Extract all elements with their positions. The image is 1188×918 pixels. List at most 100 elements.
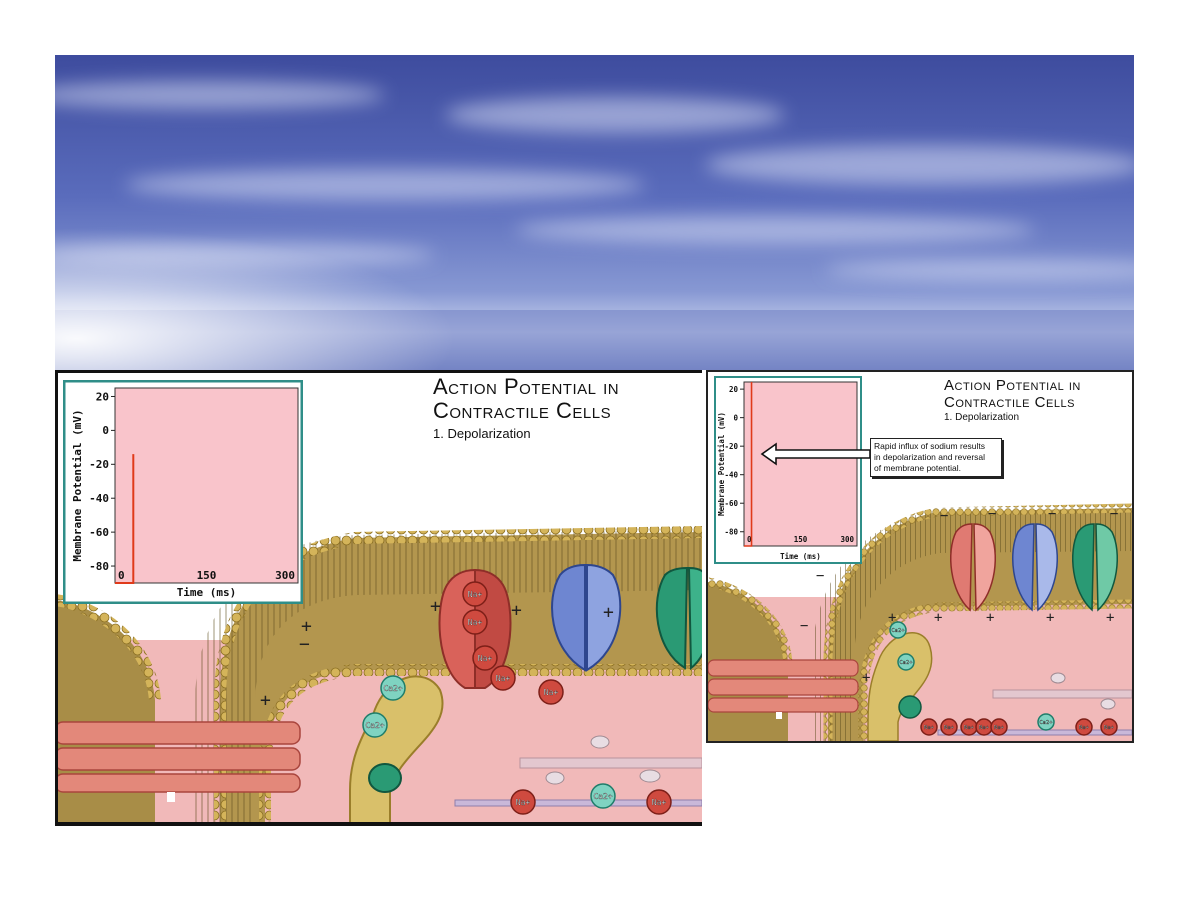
x-axis-label: Time (ms): [177, 586, 237, 599]
ion-label: Ca2+: [1039, 720, 1053, 726]
sodium-ion: Na+: [462, 609, 488, 635]
sodium-ion: Na+: [510, 789, 536, 815]
sodium-ion: Na+: [472, 645, 498, 671]
ion-label: Ca2+: [365, 721, 384, 730]
svg-text:+: +: [430, 596, 441, 617]
membrane-charges: − − − − − − + + + + + +: [800, 506, 1118, 686]
ion-label: Na+: [468, 590, 483, 599]
ion-group: Na+ Na+ Na+ Na+ Na+ Ca2+ Ca2+ Ca2+ Na+ Na+: [362, 581, 672, 815]
ion-label: Na+: [544, 688, 559, 697]
svg-text:−: −: [816, 568, 824, 584]
callout-line-1: Rapid influx of sodium results: [874, 441, 986, 451]
callout-arrow: [760, 442, 871, 466]
ion-label: Na+: [478, 654, 493, 663]
y-tick-label: -20: [89, 458, 109, 471]
title-line-2: Contractile Cells: [944, 394, 1075, 411]
x-tick-label: 300: [275, 569, 295, 582]
sodium-channel: [950, 523, 996, 612]
svg-text:−: −: [940, 508, 948, 524]
ion-label: Na+: [652, 798, 667, 807]
sodium-ion: Na+: [975, 718, 993, 736]
sodium-ion: Na+: [1100, 718, 1118, 736]
svg-text:−: −: [1048, 506, 1056, 522]
y-axis-label: Membrane Potential (mV): [71, 409, 84, 561]
title-line-2: Contractile Cells: [433, 398, 612, 423]
y-tick-label: -40: [724, 470, 738, 479]
ion-label: Na+: [1104, 725, 1115, 731]
svg-text:+: +: [1106, 610, 1114, 626]
subtitle: 1. Depolarization: [433, 426, 531, 441]
x-tick-label: 0: [118, 569, 125, 582]
y-tick-label: -60: [724, 499, 738, 508]
calcium-ion: Ca2+: [362, 712, 388, 738]
svg-text:+: +: [986, 610, 994, 626]
calcium-channel: [1072, 523, 1118, 612]
x-tick-label: 150: [197, 569, 217, 582]
actin-filaments: [454, 735, 702, 807]
potassium-channel: [551, 563, 622, 672]
panel-heading: Action Potential in Contractile Cells 1.…: [433, 374, 620, 441]
y-tick-label: 20: [96, 390, 109, 403]
svg-text:+: +: [862, 670, 870, 686]
calcium-ion: Ca2+: [889, 621, 907, 639]
svg-text:+: +: [301, 616, 312, 637]
svg-text:−: −: [988, 506, 996, 522]
x-axis-label: Time (ms): [780, 552, 821, 561]
svg-text:+: +: [888, 610, 896, 626]
myofibril-stack: [55, 721, 301, 802]
sky-background: [55, 55, 1134, 370]
myofibril-stack: [708, 659, 859, 719]
y-tick-label: -80: [724, 527, 738, 536]
sodium-ion: Na+: [538, 679, 564, 705]
y-tick-label: -80: [89, 560, 109, 573]
x-tick-label: 300: [840, 535, 854, 544]
title-line-1: Action Potential in: [433, 374, 620, 399]
sodium-ion: Na+: [960, 718, 978, 736]
ion-label: Na+: [1079, 725, 1090, 731]
svg-text:+: +: [1046, 610, 1054, 626]
explanation-callout: Rapid influx of sodium results in depola…: [870, 438, 1002, 477]
ion-label: Na+: [496, 674, 511, 683]
title-line-1: Action Potential in: [944, 377, 1081, 394]
potential-trace: [115, 454, 135, 584]
y-tick-label: -20: [724, 442, 738, 451]
ion-label: Ca2+: [593, 792, 612, 801]
action-potential-panel-right: − − − − − − + + + + + + Ca2+ Ca2+ Na+ Na+ Na…: [706, 370, 1134, 743]
sodium-ion: Na+: [462, 581, 488, 607]
calcium-ion: Ca2+: [1037, 713, 1055, 731]
sodium-ion: Na+: [646, 789, 672, 815]
svg-text:−: −: [299, 634, 310, 655]
ion-label: Ca2+: [383, 684, 402, 693]
actin-filaments: [937, 672, 1132, 736]
calcium-ion: Ca2+: [380, 675, 406, 701]
y-tick-label: -40: [89, 492, 109, 505]
ion-label: Na+: [516, 798, 531, 807]
callout-line-3: of membrane potential.: [874, 463, 961, 473]
ion-label: Na+: [924, 725, 935, 731]
panel-heading: Action Potential in Contractile Cells 1.…: [944, 378, 1081, 423]
ion-label: Na+: [979, 725, 990, 731]
sodium-ion: Na+: [990, 718, 1008, 736]
svg-text:+: +: [260, 690, 271, 711]
plot-area: [114, 387, 299, 584]
ion-label: Na+: [994, 725, 1005, 731]
sodium-ion: Na+: [1075, 718, 1093, 736]
y-axis-label: Membrane Potential (mV): [717, 412, 726, 516]
ion-label: Na+: [468, 618, 483, 627]
calcium-ion: Ca2+: [590, 783, 616, 809]
ion-label: Ca2+: [899, 660, 913, 666]
svg-text:−: −: [800, 618, 808, 634]
ion-group: Ca2+ Ca2+ Na+ Na+ Na+ Na+ Na+ Ca2+ Na+ Na+: [889, 621, 1118, 736]
y-tick-label: 20: [729, 385, 739, 394]
potassium-channel: [1012, 523, 1058, 612]
sodium-ion: Na+: [920, 718, 938, 736]
subtitle: 1. Depolarization: [944, 412, 1020, 423]
ion-label: Na+: [964, 725, 975, 731]
calcium-ion: Ca2+: [897, 653, 915, 671]
y-tick-label: 0: [733, 413, 738, 422]
x-tick-label: 150: [794, 535, 808, 544]
potential-trace: [744, 382, 753, 547]
svg-text:−: −: [1110, 506, 1118, 522]
sodium-ion: Na+: [940, 718, 958, 736]
